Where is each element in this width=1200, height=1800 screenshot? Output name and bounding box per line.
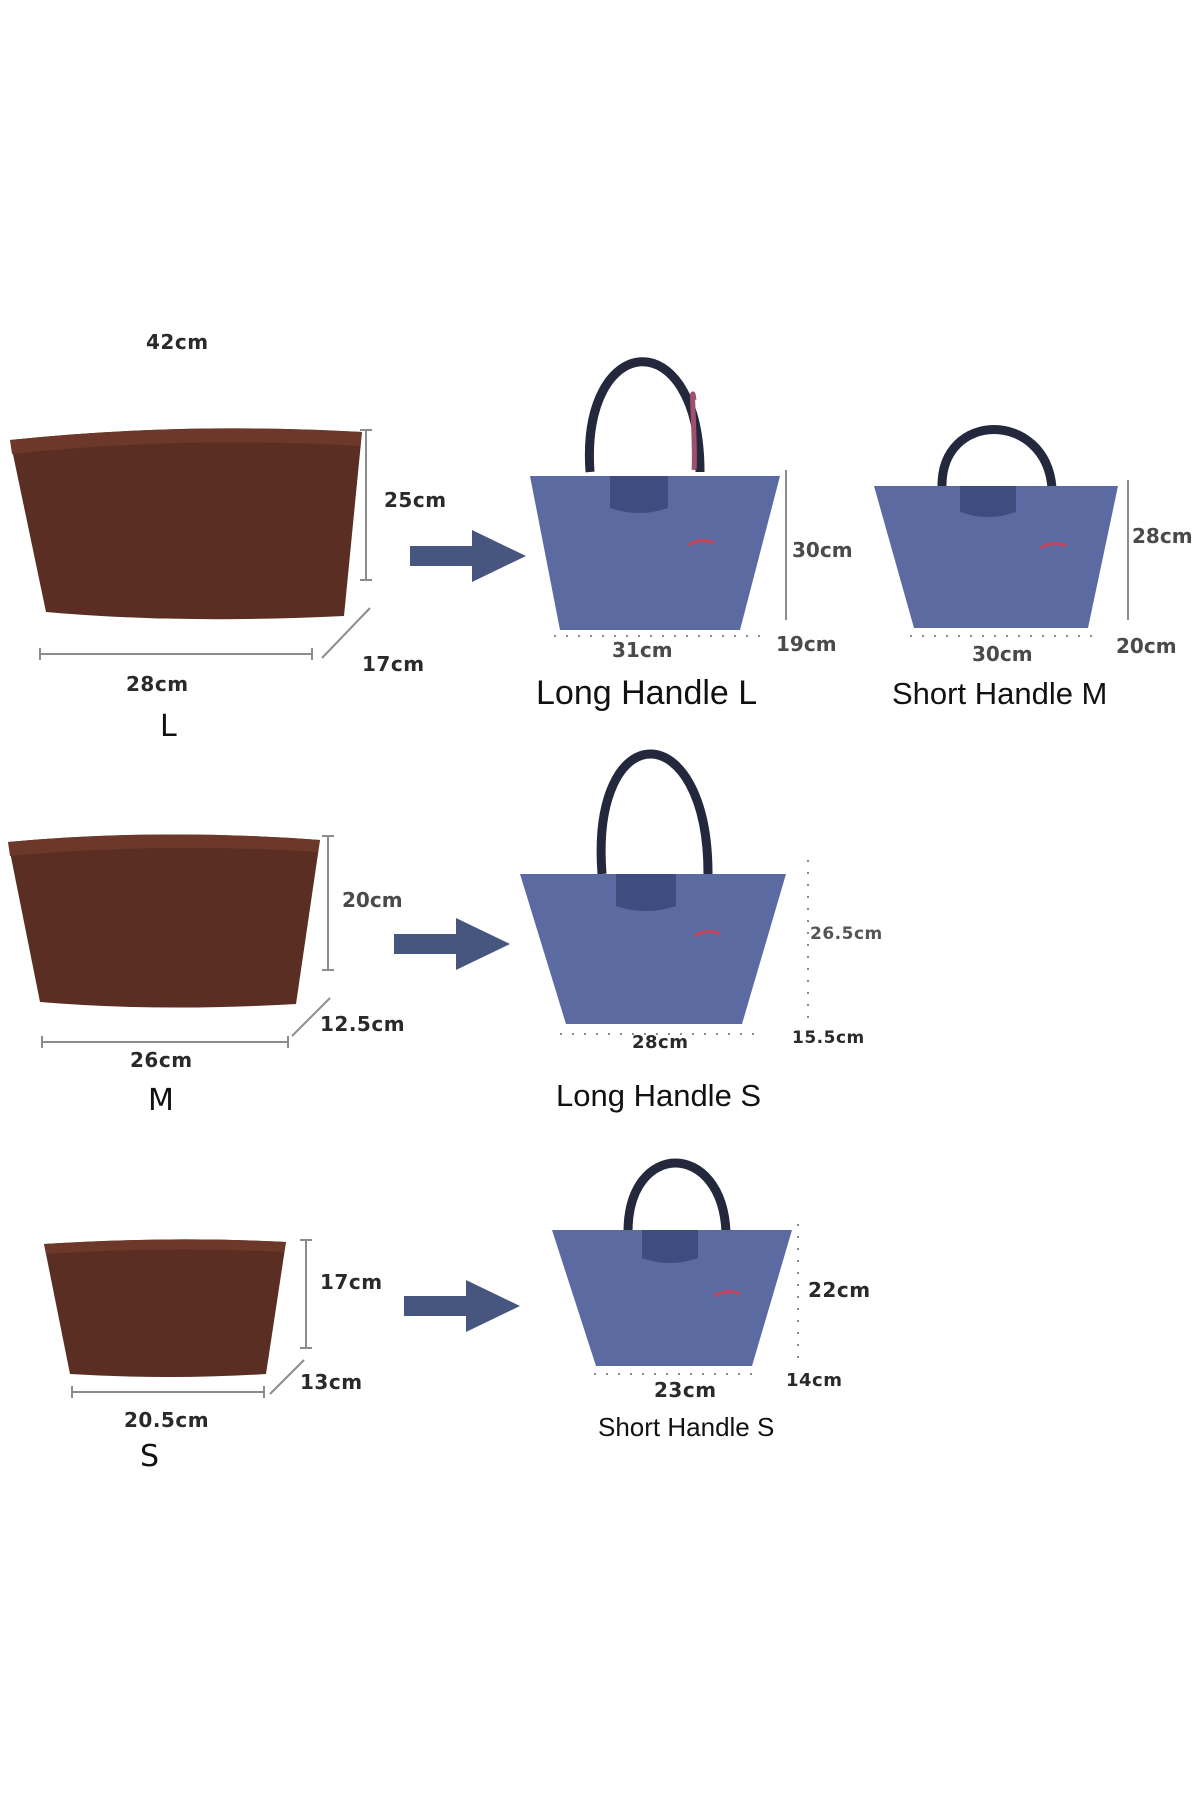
- arrow-m: [394, 918, 510, 970]
- short-handle-s-width: 23cm: [654, 1378, 717, 1402]
- insert-s-depth: 13cm: [300, 1370, 363, 1394]
- size-label-s: S: [140, 1439, 160, 1474]
- long-handle-s-name: Long Handle S: [556, 1078, 762, 1113]
- long-handle-l-name: Long Handle L: [536, 674, 758, 712]
- insert-m: [8, 834, 320, 1008]
- short-handle-s-height: 22cm: [808, 1278, 871, 1302]
- insert-l: [10, 428, 362, 620]
- insert-m-bottom-width: 26cm: [130, 1048, 193, 1072]
- insert-l-measure: [39, 429, 372, 660]
- short-handle-m-height: 28cm: [1132, 524, 1193, 548]
- insert-s-bottom-width: 20.5cm: [124, 1408, 210, 1432]
- insert-l-body: [10, 428, 362, 620]
- insert-m-height: 20cm: [342, 888, 403, 912]
- long-handle-s-height: 26.5cm: [810, 924, 883, 944]
- long-handle-s-width: 28cm: [632, 1032, 689, 1053]
- insert-l-depth: 17cm: [362, 652, 425, 676]
- size-label-m: M: [148, 1083, 174, 1118]
- bag-short-handle-m: [874, 425, 1118, 628]
- short-handle-m-depth: 20cm: [1116, 634, 1177, 658]
- insert-l-height: 25cm: [384, 488, 447, 512]
- insert-m-depth: 12.5cm: [320, 1012, 406, 1036]
- insert-s-height: 17cm: [320, 1270, 383, 1294]
- short-handle-s-depth: 14cm: [786, 1370, 843, 1391]
- insert-l-top-width: 42cm: [146, 330, 209, 354]
- bag-long-handle-l: [530, 357, 780, 630]
- bag-long-handle-s: [520, 749, 786, 1024]
- size-label-l: L: [160, 709, 177, 744]
- insert-s: [44, 1239, 286, 1377]
- arrow-s: [404, 1280, 520, 1332]
- short-handle-s-name: Short Handle S: [598, 1412, 775, 1442]
- arrow-l: [410, 530, 526, 582]
- short-handle-m-width: 30cm: [972, 642, 1033, 666]
- insert-l-bottom-width: 28cm: [126, 672, 189, 696]
- long-handle-l-depth: 19cm: [776, 632, 837, 656]
- bag-short-handle-s: [552, 1158, 792, 1366]
- long-handle-l-width: 31cm: [612, 638, 673, 662]
- short-handle-m-name: Short Handle M: [892, 676, 1108, 711]
- long-handle-l-height: 30cm: [792, 538, 853, 562]
- long-handle-s-depth: 15.5cm: [792, 1028, 865, 1048]
